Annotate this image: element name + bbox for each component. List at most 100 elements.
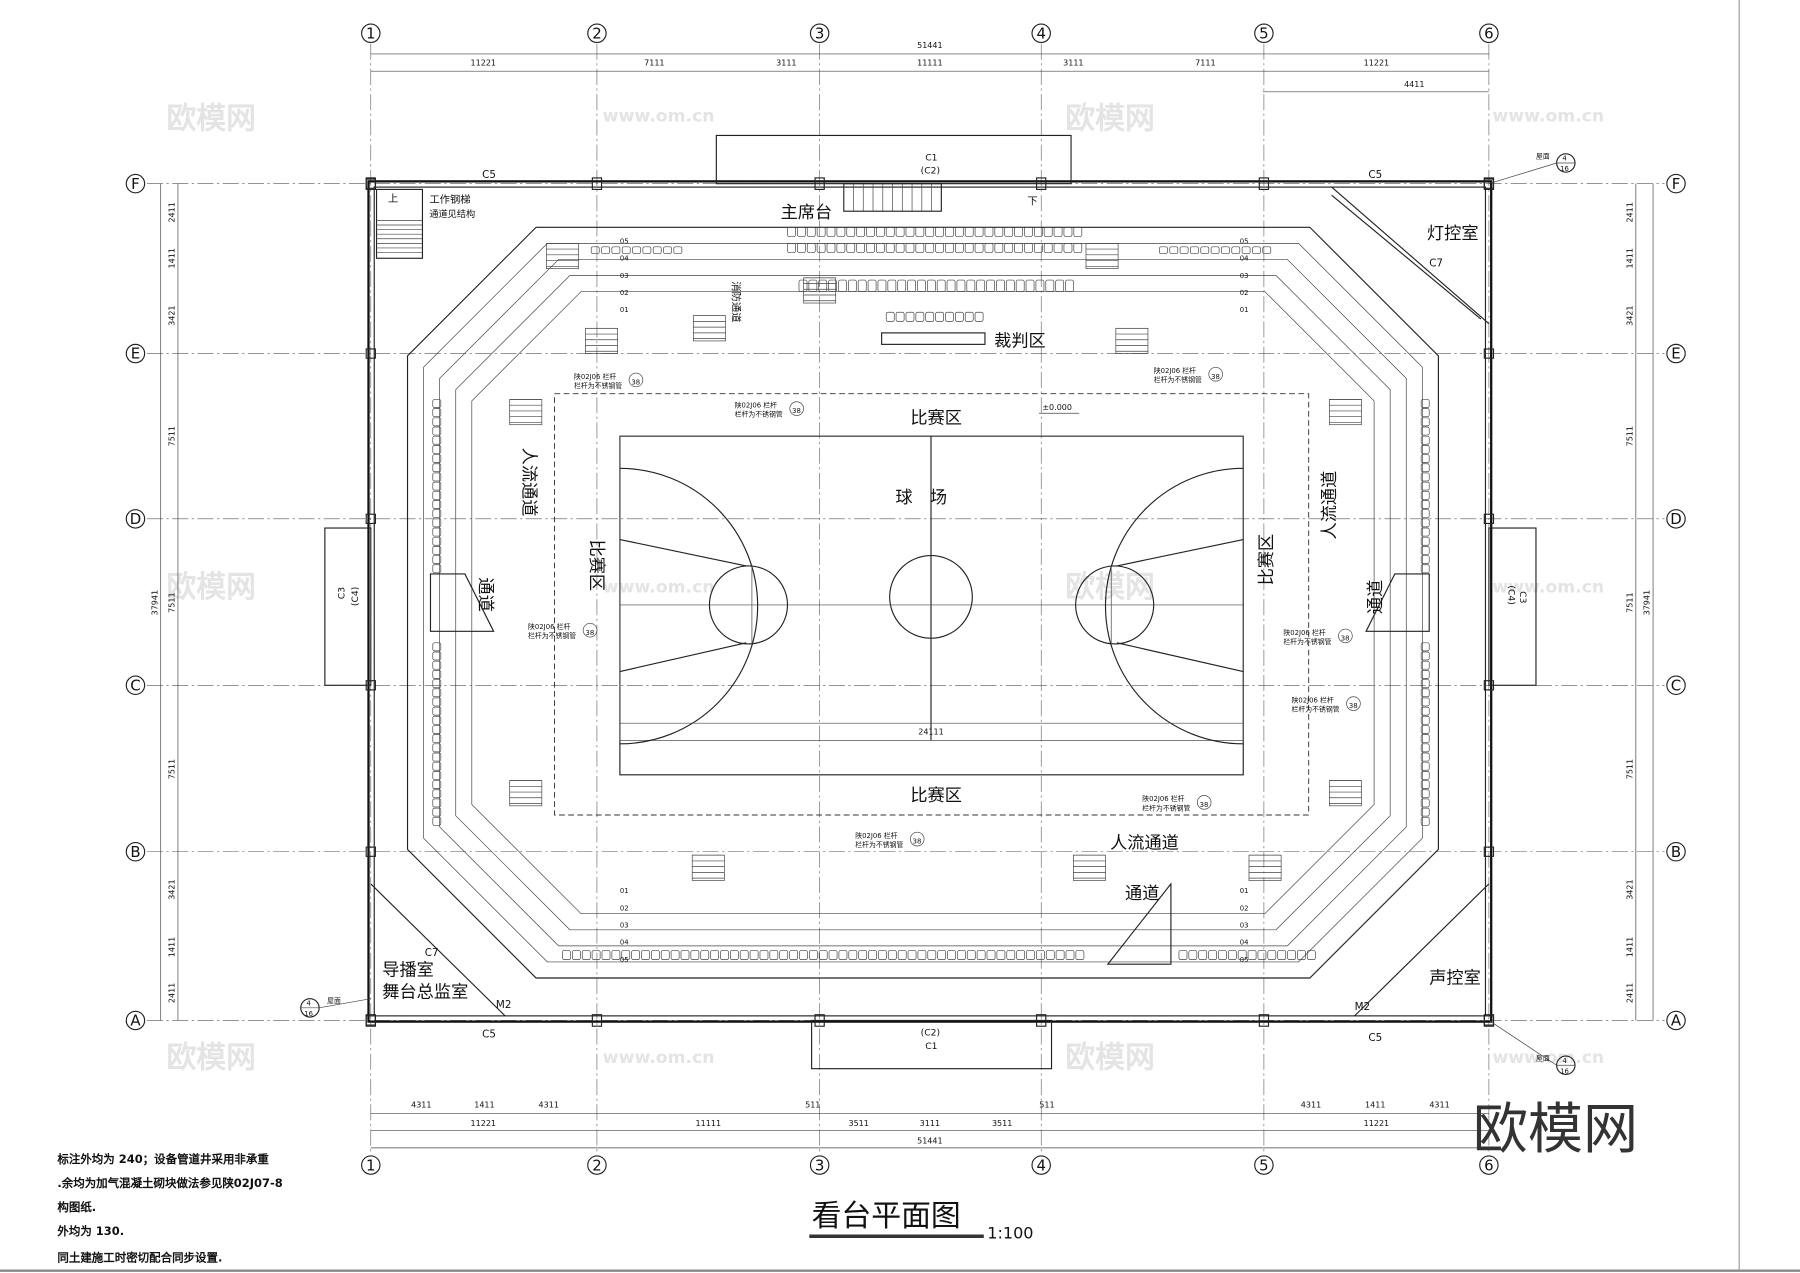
aisle-stair bbox=[585, 327, 618, 354]
seat bbox=[1420, 546, 1430, 555]
dim-side: 1411 bbox=[167, 248, 176, 268]
opening-c5: C5 bbox=[1368, 1032, 1382, 1044]
seat bbox=[986, 279, 995, 292]
dim-bottom: 11111 bbox=[696, 1119, 722, 1128]
axis-bubble bbox=[809, 23, 830, 44]
seat bbox=[432, 734, 442, 744]
column bbox=[1036, 1014, 1047, 1027]
seat bbox=[663, 246, 672, 255]
seat bbox=[1004, 226, 1014, 237]
seat bbox=[739, 950, 749, 960]
dim-top: 7111 bbox=[644, 58, 664, 67]
dim-court-width: 24111 bbox=[918, 728, 944, 737]
seat bbox=[976, 279, 986, 292]
opening-c2-bottom: (C2) bbox=[921, 1027, 940, 1038]
seat bbox=[432, 816, 442, 826]
seat bbox=[432, 715, 442, 725]
dim-side: 3421 bbox=[1625, 305, 1634, 325]
note-line: 构图纸. bbox=[57, 1200, 96, 1214]
seat bbox=[1420, 761, 1430, 771]
stair-block bbox=[691, 854, 725, 881]
dim-bottom-small: 4311 bbox=[1429, 1101, 1449, 1110]
row-label: 03 bbox=[1240, 272, 1249, 280]
railing-ref: 38 bbox=[792, 407, 801, 415]
seat bbox=[432, 743, 442, 753]
drawing-scale: 1:100 bbox=[987, 1224, 1033, 1243]
seat bbox=[1241, 246, 1251, 255]
axis-label: A bbox=[130, 1012, 141, 1030]
seat bbox=[1190, 246, 1199, 255]
railing-note: 栏杆为不锈钢管 bbox=[528, 631, 576, 640]
axis-bubble bbox=[1031, 1155, 1051, 1175]
seat bbox=[651, 950, 660, 960]
label-court: 球 场 bbox=[895, 488, 947, 508]
axis-bubble bbox=[1666, 841, 1686, 862]
seat bbox=[1420, 490, 1430, 500]
seat bbox=[1073, 243, 1083, 253]
dim-side: 7511 bbox=[1625, 426, 1634, 446]
seat bbox=[917, 279, 926, 292]
seat bbox=[897, 950, 907, 960]
seat bbox=[789, 950, 798, 960]
stair-block bbox=[585, 327, 618, 354]
seat bbox=[846, 226, 856, 237]
seat bbox=[828, 279, 837, 292]
dim-side: 2411 bbox=[167, 202, 176, 222]
seat bbox=[1055, 279, 1065, 292]
seat bbox=[1420, 780, 1430, 789]
seat bbox=[1237, 950, 1247, 960]
stair-block bbox=[509, 780, 543, 807]
row-label: 02 bbox=[1240, 289, 1249, 297]
seat bbox=[1420, 706, 1430, 716]
seat bbox=[729, 950, 739, 960]
seat bbox=[806, 243, 816, 253]
seat bbox=[1016, 950, 1026, 960]
railing-ref: 38 bbox=[1211, 373, 1220, 381]
seat bbox=[1420, 527, 1430, 537]
seat bbox=[632, 246, 641, 255]
seat bbox=[945, 311, 954, 322]
railing-ref-bubble bbox=[1196, 795, 1212, 810]
passage bbox=[429, 573, 495, 632]
basketball-court bbox=[619, 435, 1244, 776]
axis-label: 1 bbox=[366, 24, 375, 42]
seat bbox=[974, 311, 984, 322]
seat bbox=[673, 246, 683, 255]
railing-ref-bubble bbox=[582, 622, 598, 638]
axis-label: 3 bbox=[815, 1156, 824, 1174]
seat bbox=[954, 311, 964, 322]
railing-ref-bubble bbox=[789, 401, 804, 416]
railing-ref: 38 bbox=[1200, 801, 1209, 809]
column bbox=[365, 178, 376, 189]
aisle-stair bbox=[546, 243, 579, 269]
seat bbox=[1420, 426, 1430, 436]
seat bbox=[856, 226, 865, 237]
aisle-stair bbox=[693, 315, 726, 342]
seat bbox=[996, 950, 1006, 960]
seat bbox=[936, 279, 946, 292]
seat bbox=[1420, 798, 1430, 808]
stair-block bbox=[1328, 399, 1362, 426]
seat bbox=[1420, 660, 1430, 670]
dim-top: 11221 bbox=[1364, 58, 1390, 67]
label-passage-bottom: 通道 bbox=[1125, 884, 1159, 904]
row-label: 05 bbox=[1240, 237, 1249, 245]
seat bbox=[432, 564, 442, 574]
seat bbox=[986, 950, 996, 960]
dim-side: 1411 bbox=[167, 937, 176, 957]
svg-text:4: 4 bbox=[1562, 155, 1566, 163]
seat bbox=[1420, 555, 1430, 564]
svg-text:欧模网: 欧模网 bbox=[1065, 102, 1154, 137]
seat bbox=[964, 311, 974, 322]
drawing-title: 看台平面图 bbox=[812, 1199, 961, 1234]
seat bbox=[432, 408, 442, 418]
seat bbox=[621, 950, 631, 960]
seat bbox=[1420, 734, 1430, 744]
svg-text:屋面: 屋面 bbox=[327, 997, 341, 1005]
seat bbox=[749, 950, 759, 960]
seat bbox=[1252, 246, 1261, 255]
seat bbox=[984, 243, 994, 253]
seat bbox=[1420, 670, 1430, 679]
railing-ref-bubble bbox=[1338, 628, 1353, 644]
dim-bottom-small: 1411 bbox=[1365, 1101, 1385, 1110]
